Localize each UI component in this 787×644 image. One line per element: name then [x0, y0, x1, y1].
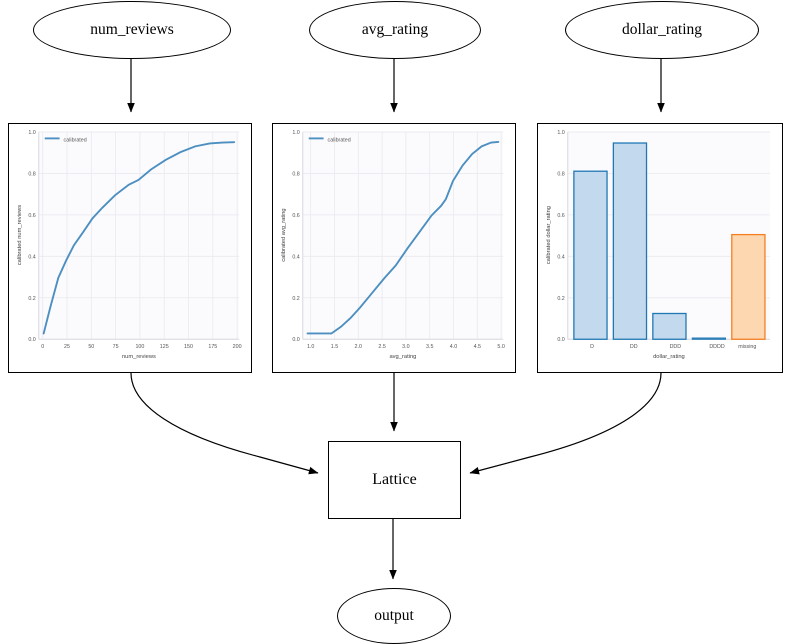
- svg-text:0.0: 0.0: [557, 337, 564, 343]
- svg-text:DD: DD: [630, 344, 638, 350]
- svg-text:4.5: 4.5: [474, 344, 481, 350]
- node-lattice-label: Lattice: [372, 471, 417, 488]
- legend-avg-rating: calibrated: [308, 137, 351, 143]
- edge-chart3-to-lattice: [469, 372, 662, 475]
- svg-text:0.0: 0.0: [28, 337, 35, 343]
- svg-text:150: 150: [184, 344, 193, 350]
- svg-text:0.6: 0.6: [292, 213, 299, 219]
- chart3-xlabel: dollar_rating: [653, 354, 685, 360]
- svg-text:2.5: 2.5: [378, 344, 385, 350]
- svg-text:200: 200: [233, 344, 242, 350]
- svg-text:0: 0: [41, 344, 44, 350]
- node-output-label: output: [374, 607, 414, 624]
- node-avg-rating[interactable]: avg_rating: [309, 1, 481, 59]
- svg-text:0.8: 0.8: [557, 171, 564, 177]
- svg-text:0.4: 0.4: [28, 254, 35, 260]
- svg-text:75: 75: [113, 344, 119, 350]
- chart-panel-num-reviews[interactable]: calibrated 0.0 0.2 0.4 0.6 0.8 1.0 0 25 …: [8, 123, 252, 373]
- svg-text:1.0: 1.0: [557, 130, 564, 136]
- svg-text:4.0: 4.0: [450, 344, 457, 350]
- svg-text:0.4: 0.4: [557, 254, 564, 260]
- svg-text:50: 50: [88, 344, 94, 350]
- chart-num-reviews-svg: calibrated 0.0 0.2 0.4 0.6 0.8 1.0 0 25 …: [17, 130, 242, 360]
- edge-chart1-to-lattice: [130, 372, 319, 475]
- legend-num-reviews: calibrated: [44, 137, 87, 143]
- svg-text:100: 100: [135, 344, 144, 350]
- svg-text:D: D: [590, 344, 594, 350]
- chart-panel-avg-rating[interactable]: calibrated 0.0 0.2 0.4 0.6 0.8 1.0 1.0 1…: [272, 123, 516, 373]
- bar-missing: [731, 233, 766, 340]
- series-calibrated-line: [306, 140, 500, 335]
- node-dollar-rating-label: dollar_rating: [621, 21, 703, 38]
- svg-text:2.0: 2.0: [355, 344, 362, 350]
- node-lattice[interactable]: Lattice: [328, 441, 461, 519]
- chart1-xlabel: num_reviews: [122, 354, 156, 360]
- svg-text:5.0: 5.0: [497, 344, 504, 350]
- node-num-reviews[interactable]: num_reviews: [33, 1, 231, 59]
- svg-text:3.0: 3.0: [402, 344, 409, 350]
- svg-text:125: 125: [160, 344, 169, 350]
- svg-text:0.2: 0.2: [557, 296, 564, 302]
- node-num-reviews-label: num_reviews: [90, 21, 174, 38]
- svg-text:1.0: 1.0: [28, 130, 35, 136]
- svg-text:DDD: DDD: [670, 344, 682, 350]
- svg-text:0.8: 0.8: [292, 171, 299, 177]
- svg-text:missing: missing: [738, 344, 756, 350]
- svg-text:25: 25: [64, 344, 70, 350]
- svg-text:1.0: 1.0: [292, 130, 299, 136]
- svg-text:0.2: 0.2: [292, 296, 299, 302]
- svg-text:175: 175: [208, 344, 217, 350]
- svg-text:0.8: 0.8: [28, 171, 35, 177]
- svg-text:DDDD: DDDD: [709, 344, 725, 350]
- svg-text:0.4: 0.4: [292, 254, 299, 260]
- svg-text:calibrated: calibrated: [64, 137, 87, 143]
- node-output[interactable]: output: [337, 588, 451, 644]
- chart-dollar-rating-svg: 0.0 0.2 0.4 0.6 0.8 1.0 D DD DDD DDDD mi…: [546, 130, 771, 360]
- node-avg-rating-label: avg_rating: [361, 21, 429, 38]
- svg-text:0.0: 0.0: [292, 337, 299, 343]
- svg-text:1.5: 1.5: [331, 344, 338, 350]
- series-calibrated-line: [42, 141, 236, 335]
- svg-text:0.6: 0.6: [28, 213, 35, 219]
- bar-DD: [612, 142, 648, 340]
- bar-group: [573, 142, 766, 340]
- bar-DDD: [652, 312, 687, 340]
- svg-text:0.6: 0.6: [557, 213, 564, 219]
- chart-avg-rating-svg: calibrated 0.0 0.2 0.4 0.6 0.8 1.0 1.0 1…: [281, 130, 505, 360]
- chart1-ylabel: calibrated num_reviews: [17, 205, 23, 266]
- bar-DDDD: [691, 337, 727, 340]
- svg-text:calibrated: calibrated: [328, 137, 351, 143]
- node-dollar-rating[interactable]: dollar_rating: [565, 1, 759, 59]
- chart-panel-dollar-rating[interactable]: 0.0 0.2 0.4 0.6 0.8 1.0 D DD DDD DDDD mi…: [537, 123, 783, 373]
- svg-text:1.0: 1.0: [307, 344, 314, 350]
- chart2-ylabel: calibrated avg_rating: [281, 208, 287, 261]
- chart2-xlabel: avg_rating: [389, 354, 416, 360]
- bar-D: [573, 170, 608, 340]
- svg-text:0.2: 0.2: [28, 296, 35, 302]
- svg-text:3.5: 3.5: [426, 344, 433, 350]
- chart3-ylabel: calibrated dollar_rating: [546, 206, 552, 264]
